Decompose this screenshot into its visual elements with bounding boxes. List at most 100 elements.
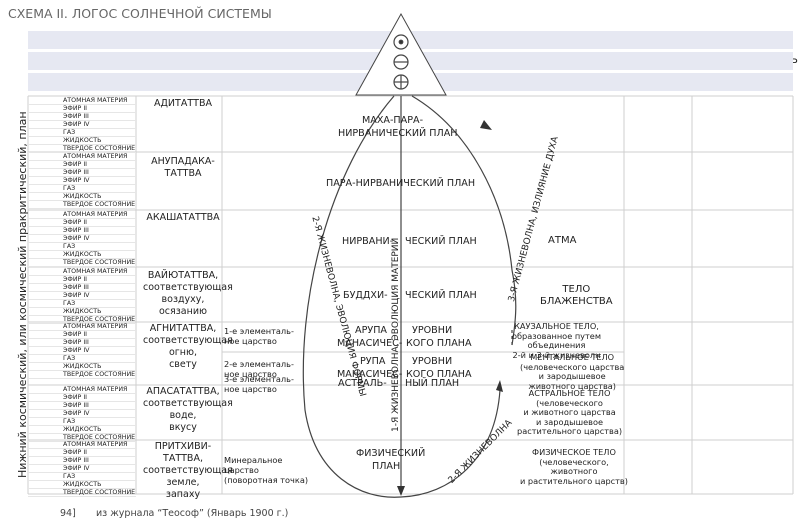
plane-rupa: МАНАСИЧЕС- <box>337 369 403 380</box>
kingdom-line: 3-е элементаль- <box>224 374 294 384</box>
page-title: СХЕМА II. ЛОГОС СОЛНЕЧНОЙ СИСТЕМЫ <box>8 6 272 21</box>
subplane-label: ТВЕРДОЕ СОСТОЯНИЕ <box>28 371 136 379</box>
right-line: (человеческого <box>536 397 603 408</box>
tattva-line: АНУПАДАКА- <box>151 156 215 167</box>
tattva-line: соответствующая <box>143 398 233 409</box>
tattva-line: свету <box>169 359 197 370</box>
subplane-label: ГАЗ <box>28 185 136 193</box>
right-line: БЛАЖЕНСТВА <box>540 296 613 307</box>
subplane-label: ЭФИР IV <box>28 465 136 473</box>
subplane-label: ЭФИР III <box>28 339 136 347</box>
right-line: МЕНТАЛЬНОЕ ТЕЛО <box>530 352 615 362</box>
kingdom-line: 2-е элементаль- <box>224 359 294 369</box>
kingdom-line: царство <box>224 465 259 475</box>
subplane-label: АТОМНАЯ МАТЕРИЯ <box>28 153 136 161</box>
subplane-label: ЭФИР IV <box>28 121 136 129</box>
kingdom-line: Минеральное <box>224 455 283 465</box>
kingdom-line: (поворотная точка) <box>224 475 309 485</box>
plane-buddhic: ЧЕСКИЙ ПЛАН <box>405 290 477 301</box>
right-line: 2-й и 3-й жизневолн <box>512 349 601 360</box>
right-line: АСТРАЛЬНОЕ ТЕЛО <box>528 388 611 398</box>
plane-physical: ПЛАН <box>372 461 401 472</box>
subplane-label: АТОМНАЯ МАТЕРИЯ <box>28 97 136 105</box>
subplane-label: ГАЗ <box>28 129 136 137</box>
right-line: объединения <box>527 340 586 350</box>
tattva-line: АПАСАТАТТВА, <box>146 386 220 397</box>
tattva-line: ТАТТВА, <box>163 453 203 464</box>
tattva-line: осязанию <box>158 306 207 317</box>
right-line: животного <box>550 466 598 476</box>
subplane-label: ЭФИР IV <box>28 292 136 300</box>
tattva-line: соответствующая <box>143 282 233 293</box>
subplane-label: ТВЕРДОЕ СОСТОЯНИЕ <box>28 145 136 153</box>
subplane-label: ТВЕРДОЕ СОСТОЯНИЕ <box>28 201 136 209</box>
subplane-label: ЖИДКОСТЬ <box>28 481 136 489</box>
right-line: и растительного царств) <box>520 475 628 486</box>
tattva-label: АДИТАТТВА <box>143 98 223 110</box>
plane-astral: АСТРАЛЬ- <box>338 378 387 389</box>
right-line: образованное путем <box>512 330 602 341</box>
right-line: ФИЗИЧЕСКОЕ ТЕЛО <box>532 447 616 457</box>
subplane-label: ЖИДКОСТЬ <box>28 193 136 201</box>
tattva-line: ВАЙЮТАТТВА, <box>147 270 219 281</box>
egg-curve <box>302 95 501 498</box>
right-line: и зародышевое <box>538 371 606 381</box>
arrow-wave3 <box>480 120 492 130</box>
plane-arupa: АРУПА <box>355 325 387 336</box>
subplane-label: ЭФИР II <box>28 449 136 457</box>
arrow-down <box>397 486 405 496</box>
plane-arupa: МАНАСИЧЕС- <box>337 338 403 349</box>
wave1-label: 1-Я ЖИЗНЕВОЛНА, ЭВОЛЮЦИЯ МАТЕРИИ <box>391 237 401 432</box>
subplane-label: ЖИДКОСТЬ <box>28 363 136 371</box>
subplane-label: ЭФИР II <box>28 219 136 227</box>
subplane-label: ГАЗ <box>28 418 136 426</box>
kingdom-label: 3-е элементаль-ное царство <box>224 374 294 394</box>
kingdom-label: 1-е элементаль-ное царство <box>224 326 294 346</box>
plane-physical: ФИЗИЧЕСКИЙ <box>356 448 426 459</box>
tattva-line: огню, <box>168 347 198 358</box>
tattva-line: воздуху, <box>161 294 205 305</box>
subplane-label: ЭФИР II <box>28 105 136 113</box>
kingdom-label: 2-е элементаль-ное царство <box>224 359 294 379</box>
right-line: и зародышевое <box>536 416 604 427</box>
subplane-label: ЭФИР III <box>28 169 136 177</box>
tattva-line: соответствующая <box>143 465 233 476</box>
plane-nirvanic: ЧЕСКИЙ ПЛАН <box>405 236 477 247</box>
plane-buddhic: БУДДХИ- <box>343 290 388 301</box>
plane-arupa: УРОВНИ <box>412 325 453 336</box>
plane-para-nirvanic: ПАРА-НИРВАНИЧЕСКИЙ ПЛАН <box>326 178 476 189</box>
atma-label: АТМА <box>548 235 577 246</box>
subplane-label: ГАЗ <box>28 300 136 308</box>
plane-rupa: РУПА <box>360 356 386 367</box>
kingdom-line: ное царство <box>224 336 277 346</box>
arrow-wave2 <box>496 380 503 392</box>
tattva-line: вкусу <box>169 422 197 433</box>
subplane-label: ЭФИР III <box>28 227 136 235</box>
subplane-label: ЭФИР II <box>28 394 136 402</box>
logos-circles <box>393 34 409 90</box>
kingdom-line: ное царство <box>224 384 277 394</box>
plane-astral: НЫЙ ПЛАН <box>405 378 460 389</box>
grid-lines <box>27 95 794 495</box>
tattva-line: соответствующая <box>143 335 233 346</box>
subplane-label: ТВЕРДОЕ СОСТОЯНИЕ <box>28 489 136 497</box>
subplane-label: ЭФИР III <box>28 402 136 410</box>
third-wave-curve <box>411 95 517 346</box>
subplane-label: ЭФИР IV <box>28 235 136 243</box>
tattva-line: ТАТТВА <box>164 168 202 179</box>
